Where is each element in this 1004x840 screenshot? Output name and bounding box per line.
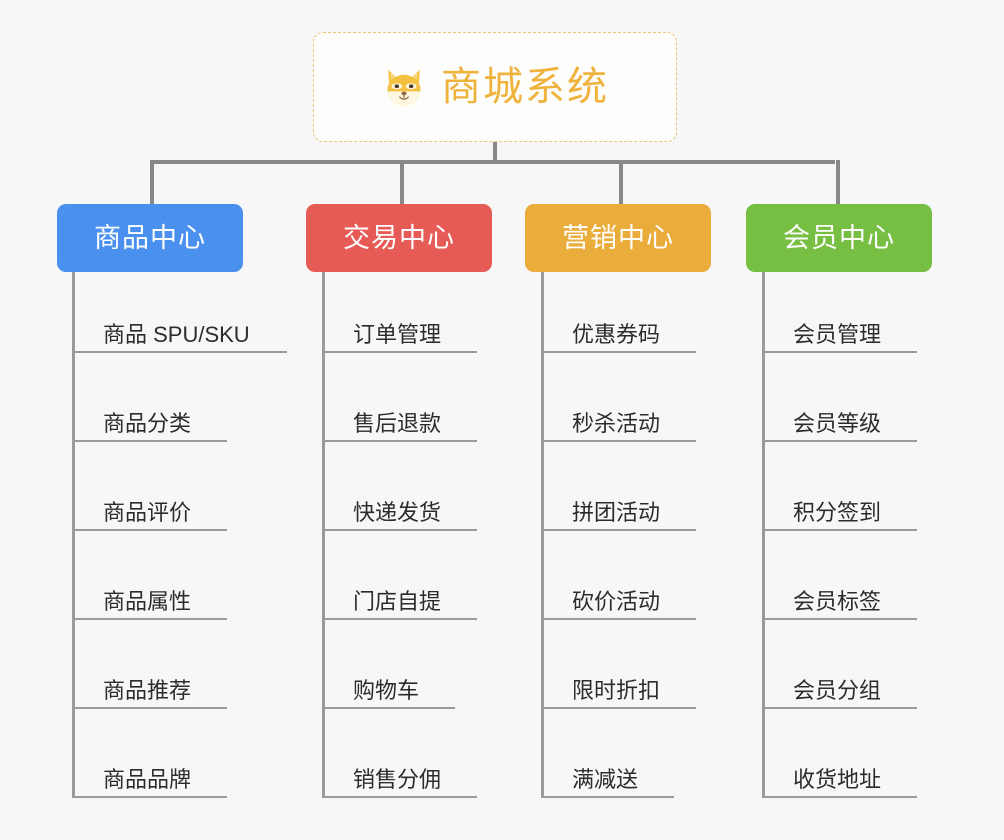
leaf-item-label: 快递发货 — [353, 500, 442, 525]
leaf-item-label: 限时折扣 — [572, 678, 661, 703]
leaf-item-underline — [765, 796, 917, 798]
leaf-item-underline — [544, 351, 696, 353]
leaf-spine — [72, 272, 75, 798]
leaf-item-underline — [75, 351, 287, 353]
connector-drop-4 — [836, 160, 840, 204]
leaf-item-underline — [325, 707, 455, 709]
leaf-spine — [541, 272, 544, 798]
connector-root-stem — [493, 142, 497, 163]
leaf-item-underline — [544, 529, 696, 531]
category-label: 营销中心 — [562, 222, 674, 253]
leaf-item-underline — [75, 618, 227, 620]
leaf-item-label: 商品分类 — [103, 411, 192, 436]
category-box-2[interactable]: 交易中心 — [306, 204, 492, 272]
leaf-item-underline — [544, 796, 674, 798]
leaf-spine — [762, 272, 765, 798]
category-box-3[interactable]: 营销中心 — [525, 204, 711, 272]
leaf-item-label: 商品评价 — [103, 500, 192, 525]
leaf-item-label: 订单管理 — [353, 322, 442, 347]
leaf-item-label: 销售分佣 — [353, 767, 442, 792]
category-box-4[interactable]: 会员中心 — [746, 204, 932, 272]
leaf-item-label: 拼团活动 — [572, 500, 661, 525]
leaf-item-underline — [544, 440, 696, 442]
leaf-item-label: 优惠券码 — [572, 322, 661, 347]
leaf-item-label: 收货地址 — [793, 767, 882, 792]
leaf-item-label: 门店自提 — [353, 589, 442, 614]
leaf-item-underline — [75, 529, 227, 531]
leaf-item-label: 会员标签 — [793, 589, 882, 614]
leaf-item-label: 售后退款 — [353, 411, 442, 436]
leaf-item-label: 购物车 — [353, 678, 420, 703]
leaf-item-label: 商品推荐 — [103, 678, 192, 703]
root-node-shop-system[interactable]: 商城系统 — [313, 32, 677, 142]
leaf-item-label: 积分签到 — [793, 500, 882, 525]
connector-drop-1 — [150, 160, 154, 204]
leaf-item-underline — [765, 707, 917, 709]
leaf-item-label: 砍价活动 — [572, 589, 661, 614]
category-label: 会员中心 — [783, 222, 895, 253]
leaf-item-underline — [325, 351, 477, 353]
leaf-item-label: 会员等级 — [793, 411, 882, 436]
root-node-title: 商城系统 — [441, 65, 609, 109]
leaf-item-underline — [765, 618, 917, 620]
shiba-dog-face-icon — [381, 64, 427, 110]
connector-drop-2 — [400, 160, 404, 204]
connector-horizontal-bus — [150, 160, 835, 164]
leaf-item-underline — [75, 440, 227, 442]
leaf-item-underline — [544, 707, 696, 709]
leaf-item-underline — [325, 529, 477, 531]
leaf-item-underline — [765, 529, 917, 531]
leaf-item-underline — [75, 796, 227, 798]
leaf-item-underline — [325, 796, 477, 798]
leaf-item-underline — [325, 440, 477, 442]
category-label: 商品中心 — [94, 222, 206, 253]
category-label: 交易中心 — [343, 222, 455, 253]
leaf-item-underline — [325, 618, 477, 620]
leaf-item-underline — [765, 351, 917, 353]
leaf-item-underline — [544, 618, 696, 620]
leaf-item-label: 商品 SPU/SKU — [103, 322, 250, 347]
category-box-1[interactable]: 商品中心 — [57, 204, 243, 272]
leaf-item-label: 会员分组 — [793, 678, 882, 703]
leaf-spine — [322, 272, 325, 798]
leaf-item-label: 商品属性 — [103, 589, 192, 614]
leaf-item-label: 会员管理 — [793, 322, 882, 347]
leaf-item-underline — [75, 707, 227, 709]
leaf-item-label: 秒杀活动 — [572, 411, 661, 436]
connector-drop-3 — [619, 160, 623, 204]
leaf-item-label: 满减送 — [572, 767, 639, 792]
leaf-item-label: 商品品牌 — [103, 767, 192, 792]
leaf-item-underline — [765, 440, 917, 442]
